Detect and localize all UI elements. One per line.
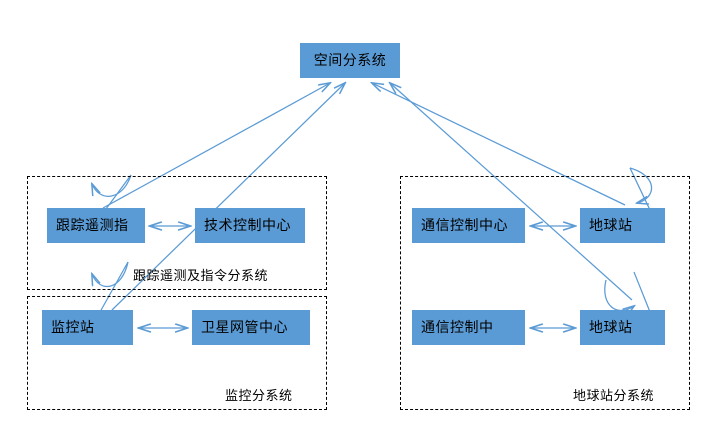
earth-station-upper-label: 地球站 [589, 217, 633, 234]
space-subsystem-label: 空间分系统 [313, 52, 387, 69]
tracking-telemetry-node[interactable]: 跟踪遥测指 [47, 208, 145, 243]
earth-station-subsystem-panel [400, 176, 690, 410]
space-subsystem-node[interactable]: 空间分系统 [300, 43, 400, 78]
monitoring-subsystem-panel [27, 296, 327, 410]
technical-control-center-label: 技术控制中心 [204, 217, 291, 234]
earth-station-subsystem-label: 地球站分系统 [573, 389, 655, 404]
monitoring-station-label: 监控站 [51, 319, 95, 336]
monitoring-subsystem-label: 监控分系统 [225, 389, 293, 404]
earth-station-upper-node[interactable]: 地球站 [580, 208, 665, 243]
monitoring-station-node[interactable]: 监控站 [42, 310, 133, 345]
tracking-telemetry-label: 跟踪遥测指 [56, 217, 129, 234]
communication-control-label: 通信控制中 [421, 319, 494, 336]
earth-station-lower-label: 地球站 [589, 319, 633, 336]
satellite-network-management-center-label: 卫星网管中心 [201, 319, 288, 336]
tracking-telemetry-command-subsystem-label: 跟踪遥测及指令分系统 [133, 269, 269, 284]
communication-control-center-label: 通信控制中心 [421, 217, 508, 234]
satellite-network-management-center-node[interactable]: 卫星网管中心 [192, 310, 310, 345]
communication-control-node[interactable]: 通信控制中 [412, 310, 525, 345]
tracking-telemetry-command-subsystem-panel [27, 176, 327, 290]
communication-control-center-node[interactable]: 通信控制中心 [412, 208, 525, 243]
earth-station-lower-node[interactable]: 地球站 [580, 310, 665, 345]
technical-control-center-node[interactable]: 技术控制中心 [195, 208, 305, 243]
